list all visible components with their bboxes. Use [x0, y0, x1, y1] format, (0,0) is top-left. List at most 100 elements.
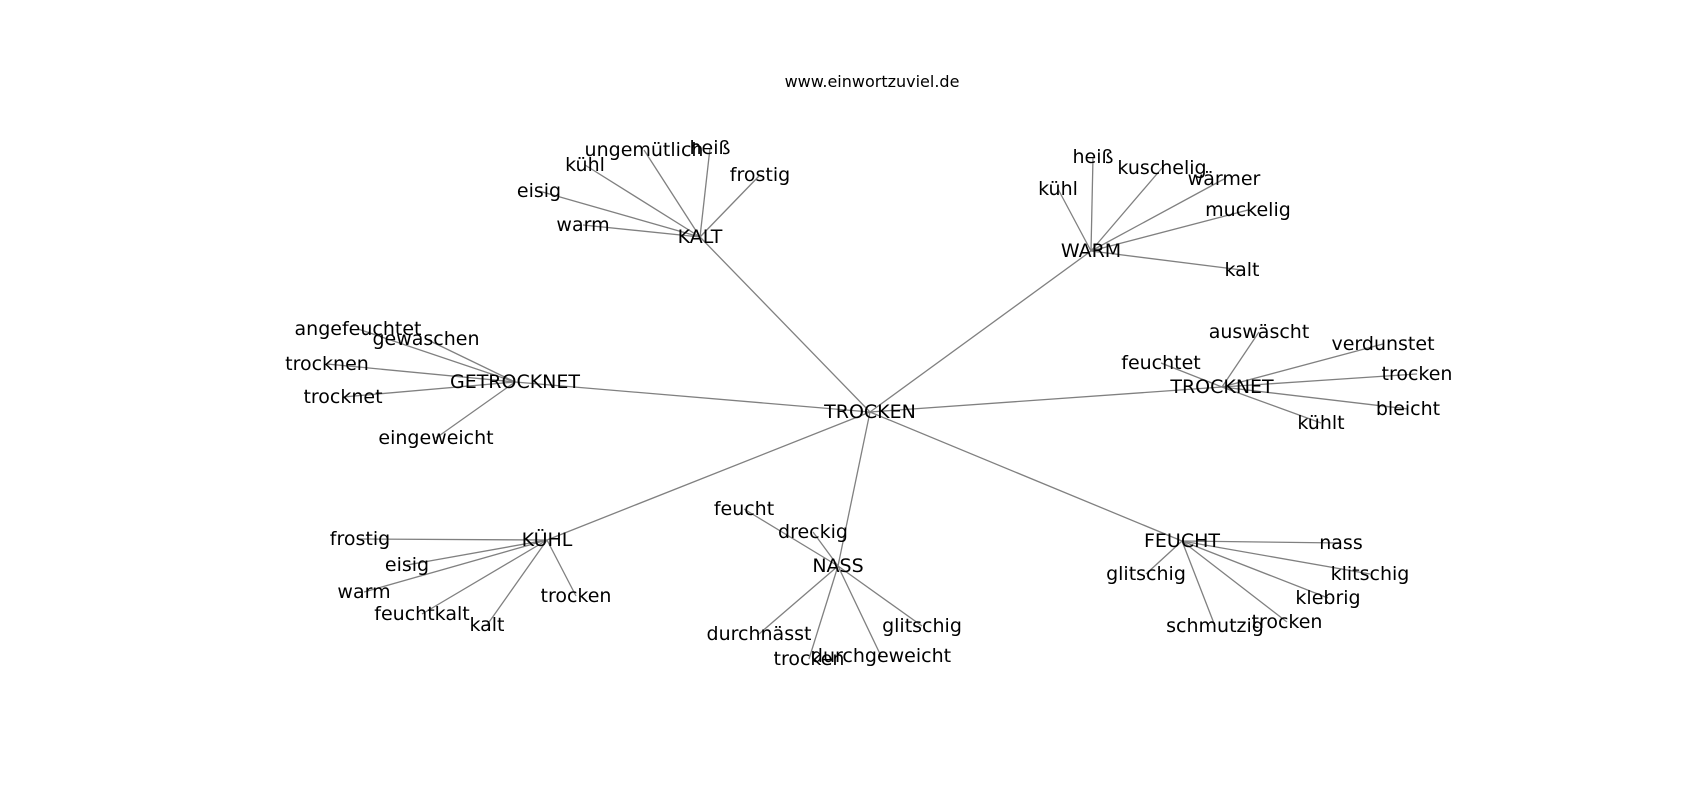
edge-trocknet-leaf — [1221, 343, 1384, 388]
leaf-node-label: klitschig — [1331, 563, 1410, 585]
edge-feucht-leaf — [1181, 540, 1371, 575]
leaf-node-label: kalt — [469, 614, 504, 636]
edge-getrocknet-leaf — [342, 381, 516, 398]
edge-feucht-leaf — [1181, 540, 1216, 627]
leaf-node-label: klebrig — [1295, 587, 1360, 609]
leaf-node-label: kühlt — [1297, 412, 1344, 434]
edge-warm-leaf — [1057, 188, 1092, 252]
edge-center-getrocknet — [514, 381, 871, 413]
edge-kalt-leaf — [584, 164, 701, 238]
edge-trocknet-leaf — [1221, 373, 1418, 388]
edge-nass-leaf — [743, 508, 839, 567]
edge-trocknet-leaf — [1221, 386, 1409, 410]
leaf-node-label: trocken — [541, 585, 612, 607]
leaf-node-label: trocken — [1252, 611, 1323, 633]
hub-node-label-getrocknet: GETROCKNET — [450, 371, 580, 393]
edge-center-nass — [837, 411, 871, 567]
leaf-node-label: frostig — [730, 164, 790, 186]
edge-kalt-leaf — [699, 147, 711, 238]
edge-kuehl-leaf — [546, 539, 577, 597]
leaf-node-label: glitschig — [1106, 563, 1186, 585]
leaf-node-label: schmutzig — [1166, 615, 1264, 637]
leaf-node-label: auswäscht — [1209, 321, 1310, 343]
edge-warm-leaf — [1090, 178, 1225, 252]
leaf-node-label: eingeweicht — [378, 427, 493, 449]
edge-feucht-leaf — [1181, 540, 1342, 544]
hub-node-label-kalt: KALT — [678, 226, 723, 248]
labels-layer: TROCKENKALTkühlungemütlichheißfrostigeis… — [285, 137, 1452, 670]
edge-kuehl-leaf — [486, 539, 548, 626]
edges-layer — [326, 147, 1418, 660]
edge-warm-leaf — [1090, 209, 1249, 252]
hub-node-label-kuehl: KÜHL — [522, 528, 573, 551]
edge-nass-leaf — [758, 565, 839, 635]
hub-node-label-feucht: FEUCHT — [1144, 530, 1220, 552]
edge-kalt-leaf — [582, 224, 701, 238]
edge-center-feucht — [869, 411, 1183, 542]
leaf-node-label: feucht — [714, 498, 774, 520]
hub-node-label-trocknet: TROCKNET — [1169, 376, 1274, 398]
edge-nass-leaf — [837, 565, 882, 657]
edge-feucht-leaf — [1181, 540, 1329, 599]
leaf-node-label: warm — [337, 581, 390, 603]
leaf-node-label: wärmer — [1188, 168, 1261, 190]
edge-feucht-leaf — [1145, 540, 1183, 575]
hub-node-label-nass: NASS — [812, 555, 863, 577]
edge-feucht-leaf — [1181, 540, 1288, 623]
leaf-node-label: glitschig — [882, 615, 962, 637]
edge-getrocknet-leaf — [435, 381, 516, 439]
leaf-node-label: dreckig — [778, 521, 848, 543]
edge-nass-leaf — [837, 565, 923, 627]
leaf-node-label: feuchtet — [1121, 352, 1201, 374]
edge-trocknet-leaf — [1221, 386, 1322, 424]
edge-kuehl-leaf — [359, 538, 548, 541]
leaf-node-label: durchnässt — [707, 623, 812, 645]
leaf-node-label: ungemütlich — [585, 139, 704, 161]
edge-nass-leaf — [808, 565, 839, 660]
leaf-node-label: warm — [556, 214, 609, 236]
leaf-node-label: kuschelig — [1117, 157, 1206, 179]
edge-warm-leaf — [1090, 167, 1163, 252]
leaf-node-label: muckelig — [1205, 199, 1291, 221]
leaf-node-label: angefeuchtet — [295, 318, 422, 340]
leaf-node-label: trocknet — [303, 386, 382, 408]
leaf-node-label: eisig — [385, 554, 429, 576]
leaf-node-label: trocken — [774, 648, 845, 670]
leaf-node-label: trocken — [1382, 363, 1453, 385]
edge-kalt-leaf — [643, 149, 701, 238]
leaf-node-label: verdunstet — [1331, 333, 1434, 355]
leaf-node-label: frostig — [330, 528, 390, 550]
edge-center-kuehl — [546, 411, 871, 541]
edge-kuehl-leaf — [421, 539, 548, 615]
leaf-node-label: eisig — [517, 180, 561, 202]
leaf-node-label: feuchtkalt — [374, 603, 469, 625]
leaf-node-label: kühl — [565, 154, 605, 176]
edge-center-kalt — [699, 236, 871, 413]
edge-center-warm — [869, 250, 1092, 413]
edge-getrocknet-leaf — [326, 363, 516, 383]
edge-center-trocknet — [869, 386, 1223, 413]
leaf-node-label: kühl — [1038, 178, 1078, 200]
edge-getrocknet-leaf — [357, 328, 516, 383]
edge-warm-leaf — [1090, 156, 1094, 252]
hub-node-label-warm: WARM — [1061, 240, 1121, 262]
leaf-node-label: bleicht — [1376, 398, 1440, 420]
edge-nass-leaf — [812, 531, 839, 567]
edge-getrocknet-leaf — [425, 338, 516, 383]
edge-kuehl-leaf — [363, 539, 548, 593]
leaf-node-label: kalt — [1224, 259, 1259, 281]
edge-warm-leaf — [1090, 250, 1243, 271]
leaf-node-label: heiß — [1073, 146, 1114, 168]
leaf-node-label: gewaschen — [372, 328, 479, 350]
edge-kalt-leaf — [699, 174, 761, 238]
edge-trocknet-leaf — [1160, 362, 1223, 388]
leaf-node-label: heiß — [690, 137, 731, 159]
center-node-label: TROCKEN — [823, 401, 916, 423]
site-url: www.einwortzuviel.de — [785, 72, 960, 91]
leaf-node-label: trocknen — [285, 353, 369, 375]
edge-trocknet-leaf — [1221, 331, 1260, 388]
edge-kuehl-leaf — [406, 539, 548, 566]
edge-kalt-leaf — [538, 190, 701, 238]
leaf-node-label: durchgeweicht — [811, 645, 951, 667]
